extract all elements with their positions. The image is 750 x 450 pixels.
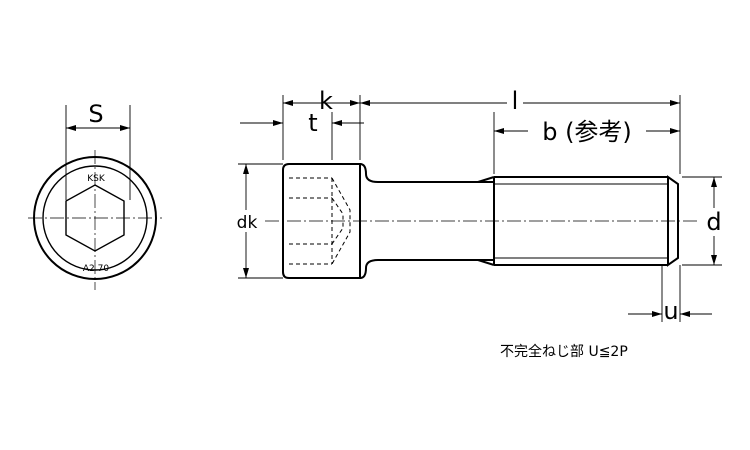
b-arrow-left <box>494 128 504 134</box>
dk-label: dk <box>237 213 258 233</box>
b-arrow-right <box>670 128 680 134</box>
thread-runout-bottom <box>477 259 495 266</box>
socket-cone <box>331 177 351 265</box>
incomplete-thread-note: 不完全ねじ部 U≦2P <box>500 343 628 360</box>
dk-arrow-top <box>243 164 249 174</box>
d-arrow-bottom <box>711 255 717 265</box>
thread-runout-top <box>477 176 495 183</box>
dk-arrow-bottom <box>243 268 249 278</box>
side-view: k l t b (参考) dk d <box>236 87 725 325</box>
end-view: S KSK A2 70 <box>28 100 162 290</box>
t-label: t <box>308 109 317 137</box>
d-arrow-top <box>711 177 717 187</box>
dk-label-bg <box>236 210 258 232</box>
head-outline <box>282 163 361 279</box>
socket-cone-inner <box>331 197 344 245</box>
l-label-bg <box>507 88 523 112</box>
b-label-bg <box>528 116 646 144</box>
s-label: S <box>88 100 103 128</box>
k-arrow-left <box>283 100 293 106</box>
l-label: l <box>512 87 519 115</box>
head-marking-top: KSK <box>87 174 106 184</box>
u-label: u <box>663 297 678 325</box>
t-arrow-left <box>273 120 283 126</box>
s-arrow-left <box>66 125 76 131</box>
b-label: b (参考) <box>542 118 632 146</box>
shank-fillet-bottom <box>359 259 494 279</box>
l-arrow-right <box>670 100 680 106</box>
u-arrow-left <box>652 311 662 317</box>
d-label-bg <box>703 208 725 236</box>
k-label: k <box>319 87 333 115</box>
s-arrow-right <box>120 125 130 131</box>
shank-fillet <box>359 163 494 183</box>
t-arrow-right <box>332 120 342 126</box>
d-label: d <box>706 208 721 236</box>
l-arrow-left <box>360 100 370 106</box>
head-marking-bottom: A2 70 <box>83 264 109 274</box>
k-arrow-right <box>350 100 360 106</box>
u-arrow-right <box>680 311 690 317</box>
